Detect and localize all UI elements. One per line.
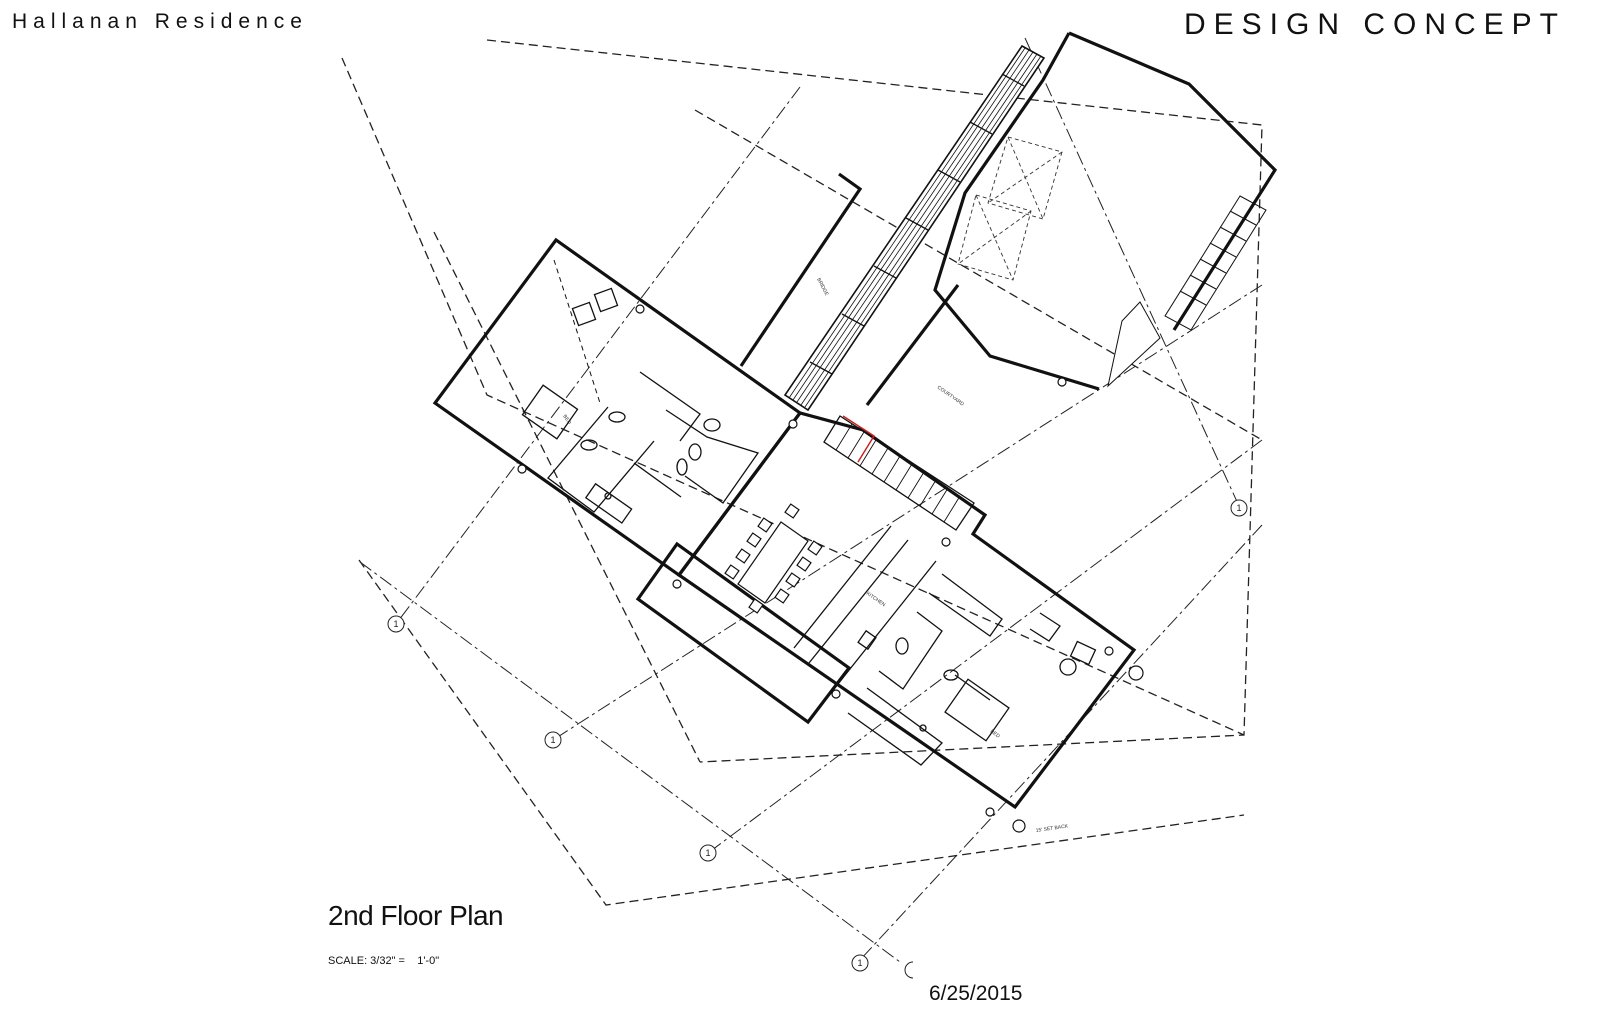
courtyard-stair [823, 415, 975, 531]
pavilion-stairs [1107, 195, 1267, 388]
drawing-scale: SCALE: 3/32" = 1'-0" [328, 955, 440, 967]
project-name: Hallanan Residence [12, 10, 308, 33]
label-bed-upper: BED [561, 414, 572, 426]
label-setback: 15' SET BACK [1035, 823, 1069, 834]
north-arrow-mark [904, 961, 914, 979]
grid-marker-label: 1 [705, 848, 710, 858]
grid-marker-label: 1 [393, 619, 398, 629]
grid-marker-labels: 1 1 1 1 1 [393, 503, 1241, 968]
dining-set [724, 503, 823, 614]
drawing-date: 6/25/2015 [929, 982, 1023, 1005]
building-walls [432, 31, 1278, 810]
grid-lines [359, 37, 1263, 963]
grid-marker-label: 1 [857, 958, 862, 968]
label-bed-lower: BED [989, 729, 1001, 740]
label-bridge: BRIDGE [815, 277, 830, 297]
courtyard-skylights [957, 136, 1063, 281]
label-kitchen: KITCHEN [865, 591, 887, 609]
structural-posts [517, 304, 1144, 833]
lower-wing-interior [847, 573, 1097, 766]
bridge-grating [783, 44, 1046, 412]
grid-marker-label: 1 [550, 735, 555, 745]
property-lines [341, 39, 1263, 906]
upper-wing-interior [521, 259, 760, 524]
label-courtyard: COURTYARD [936, 385, 965, 408]
grid-markers [387, 499, 1248, 972]
grid-marker-label: 1 [1236, 503, 1241, 513]
sheet-title: DESIGN CONCEPT [1183, 8, 1566, 41]
kitchen-counters [793, 525, 937, 685]
drawing-title: 2nd Floor Plan [328, 900, 504, 931]
